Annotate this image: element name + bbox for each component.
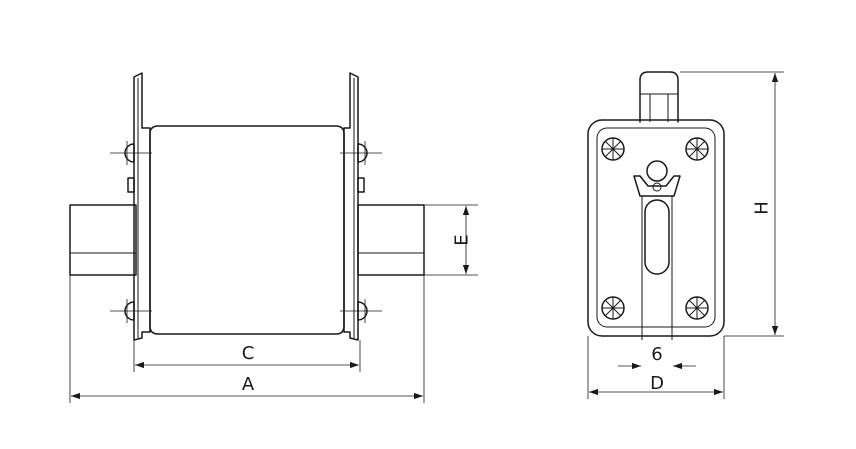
screw-bottom-left [110,299,152,323]
front-view: 6 D H [587,71,784,399]
dimension-label-a: A [242,374,255,395]
dimension-label-e: E [452,234,473,245]
left-blade-contact [69,204,137,276]
right-end-plate [343,72,365,341]
right-blade-contact [357,204,425,276]
screw-top-right [340,141,382,165]
dimension-h: H [680,71,784,337]
pull-tab [639,71,679,123]
dimension-e: E [424,204,478,276]
indicator-slot [641,196,673,340]
dimension-d: D [587,336,725,399]
front-screw-bottom-right [685,296,709,320]
dimension-a: A [69,275,425,403]
side-view: E C A [69,72,478,403]
left-end-plate [127,72,151,341]
fuse-body [149,125,345,335]
dimension-label-h: H [752,201,773,215]
dimension-6: 6 [618,344,696,370]
dimension-c: C [133,340,361,372]
dimension-label-d: D [650,373,664,394]
front-housing [587,119,725,337]
screw-bottom-right [340,299,382,323]
dimension-label-6: 6 [651,344,662,365]
dimension-label-c: C [242,343,255,364]
front-screw-bottom-left [601,296,625,320]
screw-top-left [110,141,152,165]
fuse-indicator [633,160,681,197]
front-screw-top-right [685,137,709,161]
front-screw-top-left [601,137,625,161]
